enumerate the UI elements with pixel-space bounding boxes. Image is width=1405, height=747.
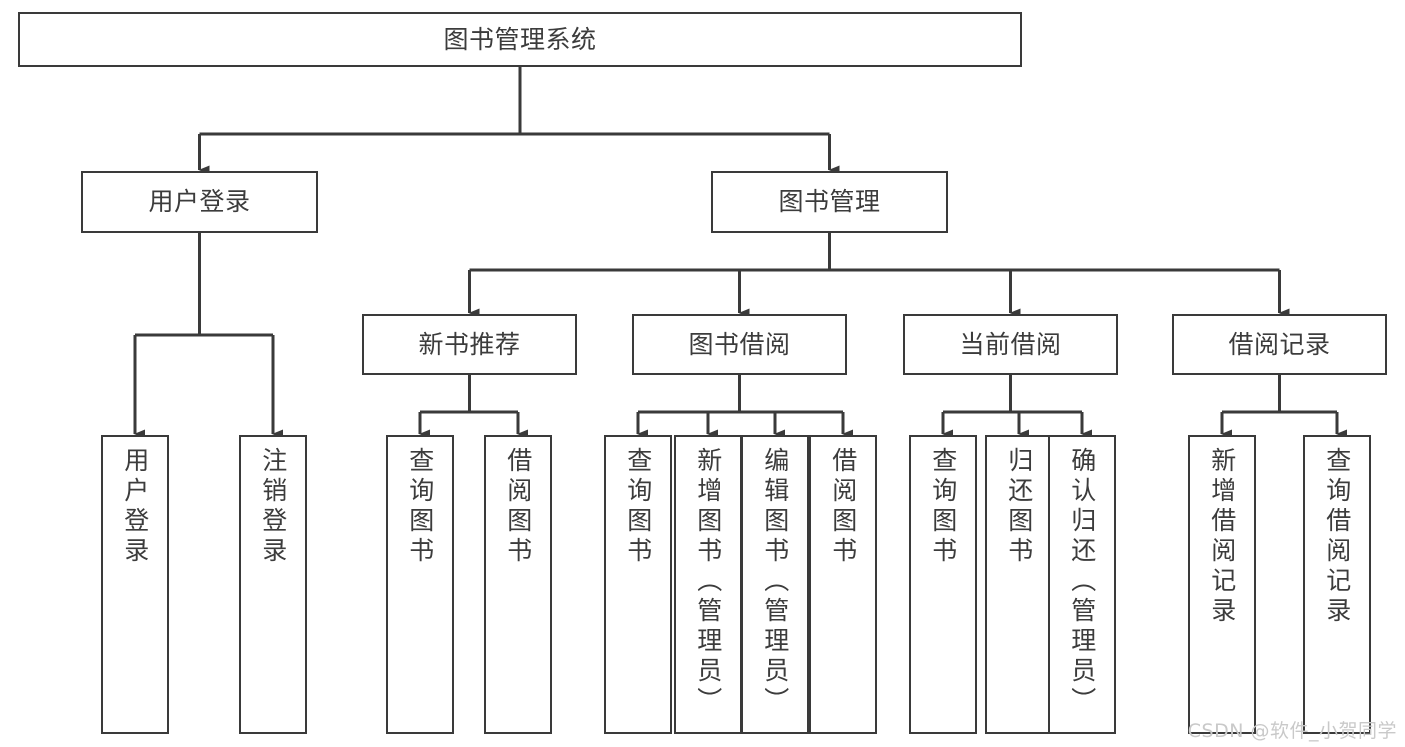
- node-user-login-label: 用户登录: [148, 187, 251, 217]
- node-new-book-rec-label: 新书推荐: [418, 329, 521, 359]
- leaf-label: 借阅图书: [503, 447, 533, 567]
- node-borrow-record-label: 借阅记录: [1228, 329, 1331, 359]
- node-current-borrow[interactable]: 当前借阅: [903, 314, 1118, 375]
- node-book-manage-label: 图书管理: [778, 187, 881, 217]
- leaf-label: 新增借阅记录: [1207, 447, 1237, 627]
- node-book-borrow-label: 图书借阅: [688, 329, 791, 359]
- leaf-label: 编辑图书（管理员）: [760, 447, 790, 717]
- node-leaf-query-book-cb[interactable]: 查询图书: [909, 435, 977, 734]
- leaf-label: 查询借阅记录: [1322, 447, 1352, 627]
- node-leaf-query-record[interactable]: 查询借阅记录: [1303, 435, 1371, 734]
- node-borrow-record[interactable]: 借阅记录: [1172, 314, 1387, 375]
- node-leaf-borrow-book-rec[interactable]: 借阅图书: [484, 435, 552, 734]
- node-new-book-rec[interactable]: 新书推荐: [362, 314, 577, 375]
- node-book-manage[interactable]: 图书管理: [711, 171, 948, 233]
- leaf-label: 新增图书（管理员）: [693, 447, 723, 717]
- leaf-label: 借阅图书: [828, 447, 858, 567]
- leaf-label: 归还图书: [1004, 447, 1034, 567]
- leaf-label: 查询图书: [405, 447, 435, 567]
- leaf-label: 确认归还（管理员）: [1067, 447, 1097, 717]
- node-user-login[interactable]: 用户登录: [81, 171, 318, 233]
- node-root-label: 图书管理系统: [443, 24, 597, 54]
- node-leaf-confirm-return[interactable]: 确认归还（管理员）: [1048, 435, 1116, 734]
- node-leaf-query-book-bb[interactable]: 查询图书: [604, 435, 672, 734]
- node-leaf-query-book-rec[interactable]: 查询图书: [386, 435, 454, 734]
- leaf-label: 用户登录: [120, 447, 150, 567]
- watermark: CSDN @软件_小贺同学: [1187, 720, 1397, 742]
- leaf-label: 查询图书: [623, 447, 653, 567]
- node-leaf-return-book[interactable]: 归还图书: [985, 435, 1053, 734]
- node-leaf-add-book[interactable]: 新增图书（管理员）: [674, 435, 742, 734]
- node-leaf-user-login[interactable]: 用户登录: [101, 435, 169, 734]
- node-leaf-add-record[interactable]: 新增借阅记录: [1188, 435, 1256, 734]
- node-leaf-edit-book[interactable]: 编辑图书（管理员）: [741, 435, 809, 734]
- node-leaf-logout-login[interactable]: 注销登录: [239, 435, 307, 734]
- node-leaf-borrow-book-bb[interactable]: 借阅图书: [809, 435, 877, 734]
- leaf-label: 注销登录: [258, 447, 288, 567]
- node-root[interactable]: 图书管理系统: [18, 12, 1022, 67]
- leaf-label: 查询图书: [928, 447, 958, 567]
- node-book-borrow[interactable]: 图书借阅: [632, 314, 847, 375]
- node-current-borrow-label: 当前借阅: [959, 329, 1062, 359]
